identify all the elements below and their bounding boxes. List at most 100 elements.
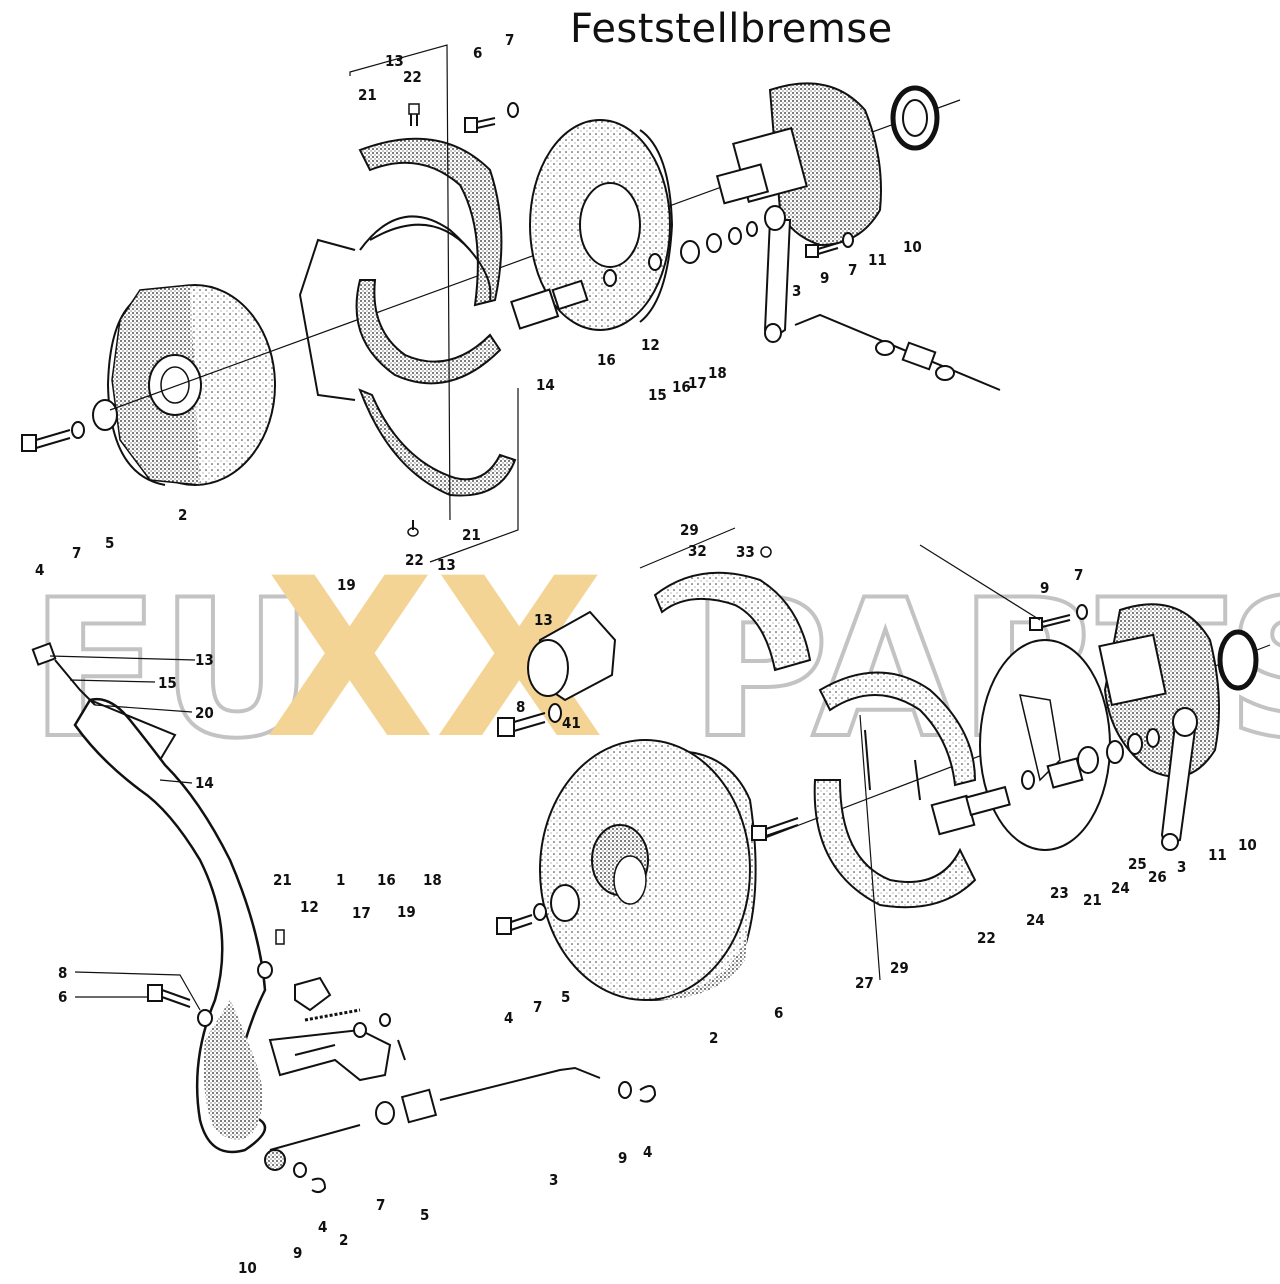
bolt-8 <box>497 703 562 737</box>
callout-top-21: 21 <box>358 86 377 104</box>
callout-bl-8: 8 <box>58 964 67 982</box>
callouts-bottom-left: 13 15 20 14 21 12 1 16 17 19 18 8 6 10 9… <box>49 651 652 1277</box>
nut-7 <box>375 1101 395 1125</box>
pedal-lever-shade <box>203 1000 263 1140</box>
split-pin-18 <box>397 1039 406 1061</box>
bolt-6-top <box>464 102 519 133</box>
callout-br-29: 29 <box>680 521 699 539</box>
bolt-4-bottom <box>496 914 533 935</box>
pin-21 <box>275 929 285 945</box>
rod-3 <box>439 1066 601 1101</box>
callout-bl-12: 12 <box>300 898 319 916</box>
brake-shoe-lower <box>355 279 517 497</box>
callout-br-24: 24 <box>1026 911 1045 929</box>
callout-br-24b: 24 <box>1111 879 1130 897</box>
callout-bl-18: 18 <box>423 871 442 889</box>
callout-top-10: 10 <box>903 238 922 256</box>
callout-br-3: 3 <box>1177 858 1186 876</box>
screw-22-top <box>408 103 420 126</box>
callout-top-3: 3 <box>792 282 801 300</box>
callout-top-15: 15 <box>648 386 667 404</box>
callout-br-27: 27 <box>855 974 874 992</box>
callout-bl-21: 21 <box>273 871 292 889</box>
callout-br-23: 23 <box>1050 884 1069 902</box>
callout-bl-20: 20 <box>195 704 214 722</box>
top-assembly <box>21 44 1001 563</box>
callout-top-4: 4 <box>35 561 44 579</box>
pawl-12 <box>294 976 332 1012</box>
leader-14 <box>159 779 193 784</box>
seal-10-bottom <box>1217 629 1259 691</box>
leader-13 <box>49 655 196 661</box>
lever-3-bottom <box>1160 707 1198 851</box>
brake-drum-top <box>106 284 276 486</box>
callout-top-21b: 21 <box>462 526 481 544</box>
callout-br-10: 10 <box>1238 836 1257 854</box>
pedal-assembly <box>31 642 657 1194</box>
callout-br-29b: 29 <box>890 959 909 977</box>
pedal-pad-13 <box>31 642 57 666</box>
callout-br-22: 22 <box>977 929 996 947</box>
callout-top-16b: 16 <box>597 351 616 369</box>
callouts-top: 13 22 21 6 7 9 7 11 10 3 12 16 17 18 15 … <box>35 31 922 594</box>
callout-bl-19: 19 <box>397 903 416 921</box>
brake-shoe-upper <box>358 137 503 307</box>
callout-top-18: 18 <box>708 364 727 382</box>
callout-br-7: 7 <box>1074 566 1083 584</box>
callout-bl-6: 6 <box>58 988 67 1006</box>
callout-bl-9b: 9 <box>618 1149 627 1167</box>
rod-top <box>794 313 1001 391</box>
callout-br-9: 9 <box>1040 579 1049 597</box>
callout-top-7: 7 <box>505 31 514 49</box>
callout-bl-2: 2 <box>339 1231 348 1249</box>
callout-bl-16: 16 <box>377 871 396 889</box>
bottom-right-assembly <box>496 527 1271 1002</box>
washer-9-pedal <box>618 1081 632 1099</box>
callout-br-4: 4 <box>504 1009 513 1027</box>
bracket-13-bottom <box>429 388 519 563</box>
callout-top-22: 22 <box>403 68 422 86</box>
bracket-13-top <box>349 44 451 521</box>
brake-shoe-29 <box>813 671 977 981</box>
washer-5 <box>92 399 118 431</box>
rings-bottom <box>1021 728 1160 790</box>
bolt-4 <box>21 429 71 452</box>
callout-br-2: 2 <box>709 1029 718 1047</box>
callout-top-7c: 7 <box>72 544 81 562</box>
callout-bl-13: 13 <box>195 651 214 669</box>
spring-19 <box>298 238 356 401</box>
leader-8 <box>74 971 201 1011</box>
callout-bl-7: 7 <box>376 1196 385 1214</box>
screw-33 <box>760 546 772 558</box>
callout-bl-4b: 4 <box>643 1143 652 1161</box>
callout-bl-5: 5 <box>420 1206 429 1224</box>
clip-4-pedal <box>639 1085 657 1103</box>
bolt-9-bottom <box>1029 604 1088 631</box>
callout-bl-14: 14 <box>195 774 214 792</box>
screw-22-bottom <box>407 520 419 537</box>
bushing-13 <box>527 610 617 702</box>
seal-10 <box>890 85 940 151</box>
callout-top-5: 5 <box>105 534 114 552</box>
callout-br-21: 21 <box>1083 891 1102 909</box>
callout-br-11: 11 <box>1208 846 1227 864</box>
callout-bl-4: 4 <box>318 1218 327 1236</box>
leader-20 <box>94 704 193 713</box>
pedal-top <box>89 699 177 761</box>
washer-7 <box>71 421 85 439</box>
washer-5-bottom <box>550 884 580 922</box>
callout-br-26: 26 <box>1148 868 1167 886</box>
watermark-fu: FU <box>30 559 314 780</box>
cam-shaft-14 <box>510 279 589 330</box>
callouts-bottom-right: 29 32 33 13 8 41 9 7 2 4 7 5 6 27 29 22 … <box>504 521 1257 1047</box>
spring-17 <box>304 1008 361 1022</box>
hub-housing-11 <box>715 82 882 247</box>
rod-2 <box>269 1124 361 1151</box>
brake-drum-bottom <box>539 739 757 1002</box>
rings-15-18 <box>603 221 758 287</box>
callout-br-8: 8 <box>516 698 525 716</box>
cam-shaft-22 <box>930 785 1011 836</box>
washer-16-pedal <box>353 1013 391 1038</box>
pedal-spring-15 <box>54 659 96 706</box>
